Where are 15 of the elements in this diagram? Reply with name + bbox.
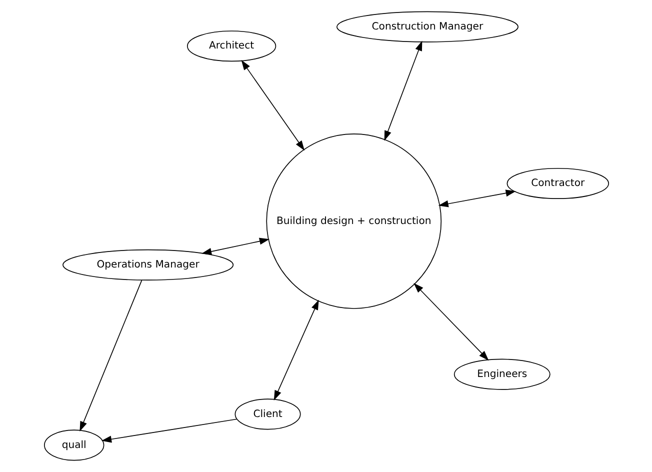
arrow: [100, 418, 237, 443]
node-ellipse: Construction Manager: [336, 11, 518, 42]
node-circle: Building design + construction: [266, 134, 442, 309]
node-ellipse: Contractor: [506, 168, 609, 200]
arrow: [413, 282, 488, 361]
arrow: [79, 280, 142, 432]
node-ellipse: Engineers: [453, 358, 550, 390]
arrow: [273, 300, 318, 400]
arrow: [384, 40, 422, 141]
arrow: [200, 238, 270, 255]
arrow: [438, 190, 516, 208]
node-ellipse: quall: [43, 430, 104, 461]
node-ellipse: Architect: [186, 30, 276, 62]
arrow: [240, 60, 304, 151]
node-ellipse: Client: [234, 398, 300, 430]
